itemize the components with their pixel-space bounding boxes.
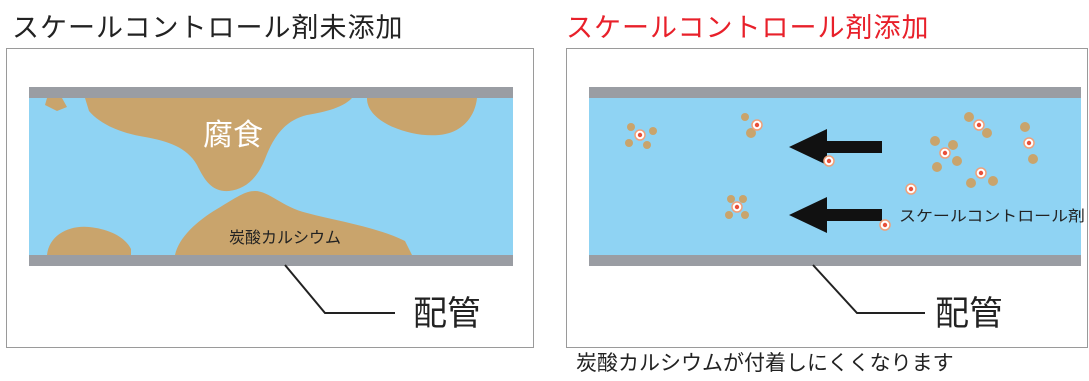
agent-particle [823,155,835,167]
flow-arrow-upper [789,129,882,165]
pipe-wall-top [589,87,1081,98]
treated-title: スケールコントロール剤添加 [566,13,930,44]
corrosion-deposit-large [85,98,352,192]
treated-panel: スケールコントロール剤 配管 [566,48,1088,348]
particle-cluster-4 [930,136,962,172]
particle-cluster-3 [725,195,749,219]
untreated-title: スケールコントロール剤未添加 [12,13,404,44]
pipe-leader-line [284,264,395,314]
pipe-leader-line [812,264,925,314]
corrosion-deposit-right [367,98,477,136]
particle-cluster-1 [625,123,657,149]
pipe-wall-top [29,87,513,98]
agent-particle [905,183,917,195]
agent-particle [879,219,891,231]
flow-arrow-lower [789,197,882,233]
pipe-wall-bottom [29,255,513,266]
particle-cluster-2 [741,113,763,138]
corrosion-deposit-small [45,98,67,111]
scale-deposit-left [47,226,131,255]
treated-pipe-diagram: スケールコントロール剤 配管 [589,87,1085,334]
untreated-panel: 腐食 炭酸カルシウム 配管 [6,48,534,348]
scale-control-agent-label: スケールコントロール剤 [899,207,1085,225]
water-flow [589,89,1081,259]
pipe-label: 配管 [935,294,1003,334]
pipe-label: 配管 [413,294,481,334]
particle-cluster-5 [964,112,992,138]
particle-cluster-6 [966,167,998,188]
calcium-carbonate-label: 炭酸カルシウム [229,228,341,247]
pipe-wall-bottom [589,255,1081,266]
particle-cluster-7 [1020,122,1038,164]
untreated-pipe-diagram: 腐食 炭酸カルシウム 配管 [29,87,513,334]
treated-caption: 炭酸カルシウムが付着しにくくなります [576,351,954,375]
scale-deposit-center [175,191,412,255]
corrosion-label: 腐食 [203,118,263,153]
